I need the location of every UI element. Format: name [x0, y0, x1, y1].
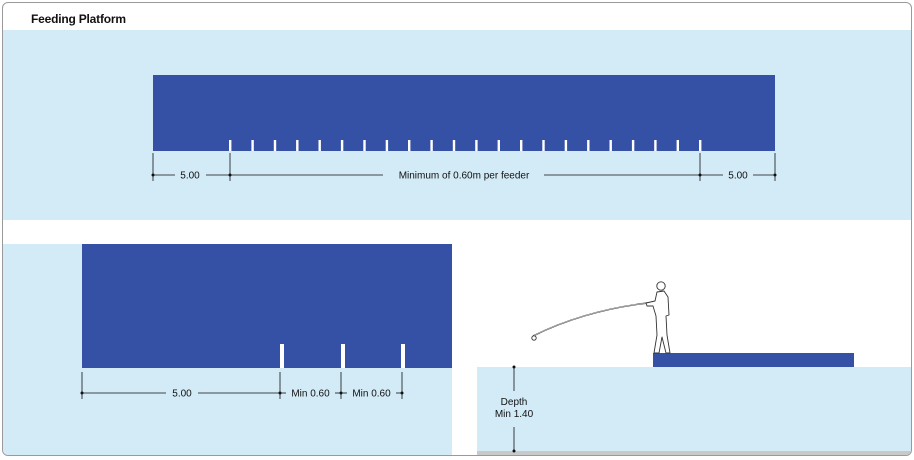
top-feeder-slots	[229, 140, 702, 151]
top-feeder-slot	[340, 140, 344, 151]
side-gap1-dimension-label: Min 0.60	[291, 389, 330, 400]
top-feeder-slot	[475, 140, 478, 151]
depth-dimension-line: Depth Min 1.40	[495, 365, 534, 453]
top-feeder-slot	[542, 140, 545, 151]
top-feeder-slot	[430, 140, 433, 151]
top-feeder-slot	[296, 140, 299, 151]
side-gap2-dimension-label: Min 0.60	[352, 389, 391, 400]
top-feeder-slot	[273, 140, 277, 151]
top-left-dimension-label: 5.00	[180, 171, 200, 182]
top-feeder-slot	[318, 140, 321, 151]
top-dimension-line: 5.00 Minimum of 0.60m per feeder 5.00	[151, 153, 777, 182]
top-feeder-slot	[676, 140, 679, 151]
side-dimension-line: 5.00 Min 0.60 Min 0.60	[80, 372, 404, 400]
side-feeder-slot	[401, 344, 405, 368]
top-feeder-slot	[408, 140, 411, 151]
top-feeder-slot	[520, 140, 523, 151]
section-water-area	[477, 367, 911, 451]
angler-figure	[531, 281, 671, 354]
top-feeder-slot	[363, 140, 366, 151]
top-right-dimension-label: 5.00	[728, 171, 748, 182]
diagram-title: Feeding Platform	[31, 12, 126, 26]
top-feeder-slot	[631, 140, 635, 151]
top-feeder-slot	[564, 140, 568, 151]
top-middle-dimension-label: Minimum of 0.60m per feeder	[399, 171, 530, 182]
side-left-dimension-label: 5.00	[172, 389, 192, 400]
top-feeder-slot	[609, 140, 612, 151]
depth-label: Depth	[501, 397, 528, 408]
top-platform	[153, 75, 775, 151]
section-platform	[653, 353, 854, 367]
top-feeder-slot	[587, 140, 590, 151]
side-feeder-slot	[280, 344, 284, 368]
section-ground	[477, 451, 911, 455]
side-feeder-slot	[341, 344, 345, 368]
top-feeder-slot	[385, 140, 389, 151]
top-feeder-slot	[699, 140, 702, 151]
diagram-canvas: 5.00 Minimum of 0.60m per feeder 5.00 5.…	[3, 30, 911, 455]
side-platform	[82, 244, 452, 368]
top-feeder-slot	[654, 140, 657, 151]
depth-value-label: Min 1.40	[495, 409, 534, 420]
top-feeder-slot	[229, 140, 232, 151]
top-feeder-slot	[497, 140, 500, 151]
top-feeder-slot	[251, 140, 254, 151]
top-feeder-slot	[452, 140, 456, 151]
